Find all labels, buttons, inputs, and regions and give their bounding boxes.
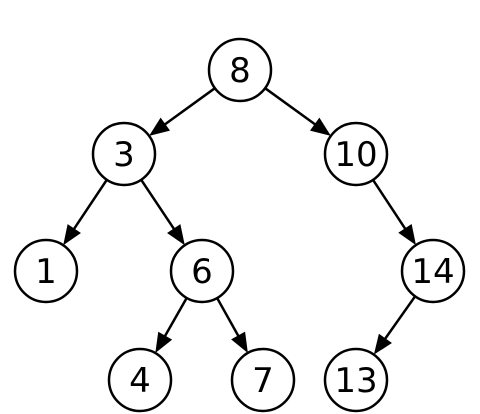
arrowhead-icon — [231, 331, 248, 353]
edge-line — [72, 179, 108, 231]
node-circle — [400, 238, 466, 304]
node-label: 6 — [191, 252, 213, 292]
tree-edge-n10-n14 — [371, 179, 416, 246]
node-circle — [13, 238, 79, 304]
node-circle — [323, 121, 389, 187]
arrowhead-icon — [63, 224, 81, 246]
tree-edge-n3-n6 — [140, 179, 185, 246]
edge-line — [163, 297, 188, 339]
node-label: 4 — [129, 361, 151, 401]
tree-node-14: 14 — [400, 238, 466, 304]
node-circle — [230, 347, 296, 413]
tree-node-4: 4 — [107, 347, 173, 413]
arrowhead-icon — [149, 117, 170, 136]
edge-line — [371, 179, 408, 231]
node-label: 1 — [35, 252, 57, 292]
tree-edge-n6-n7 — [216, 297, 248, 353]
tree-edge-n14-n13 — [373, 295, 417, 355]
tree-node-10: 10 — [323, 121, 389, 187]
edge-line — [140, 179, 176, 231]
node-circle — [91, 121, 157, 187]
tree-edges — [63, 87, 417, 355]
tree-edge-n3-n1 — [63, 179, 108, 246]
node-label: 14 — [411, 252, 454, 292]
tree-node-3: 3 — [91, 121, 157, 187]
node-label: 7 — [252, 361, 274, 401]
tree-node-1: 1 — [13, 238, 79, 304]
tree-edge-n8-n10 — [264, 87, 331, 136]
arrowhead-icon — [155, 331, 173, 354]
node-label: 8 — [229, 51, 251, 91]
tree-node-7: 7 — [230, 347, 296, 413]
arrowhead-icon — [398, 224, 416, 246]
tree-edge-n6-n4 — [155, 297, 188, 354]
node-circle — [323, 347, 389, 413]
node-circle — [107, 347, 173, 413]
node-label: 3 — [113, 135, 135, 175]
arrowhead-icon — [310, 117, 331, 136]
arrowhead-icon — [167, 224, 185, 246]
node-circle — [169, 238, 235, 304]
node-label: 13 — [334, 361, 377, 401]
edge-line — [216, 297, 241, 338]
tree-node-13: 13 — [323, 347, 389, 413]
tree-node-6: 6 — [169, 238, 235, 304]
tree-edge-n8-n3 — [149, 87, 216, 136]
tree-nodes: 8 3 10 1 6 14 4 7 13 — [13, 37, 466, 413]
tree-node-8: 8 — [207, 37, 273, 103]
edge-line — [383, 295, 417, 341]
edge-line — [264, 87, 318, 127]
node-label: 10 — [334, 135, 377, 175]
arrowhead-icon — [373, 333, 392, 355]
node-circle — [207, 37, 273, 103]
edge-line — [162, 87, 216, 127]
